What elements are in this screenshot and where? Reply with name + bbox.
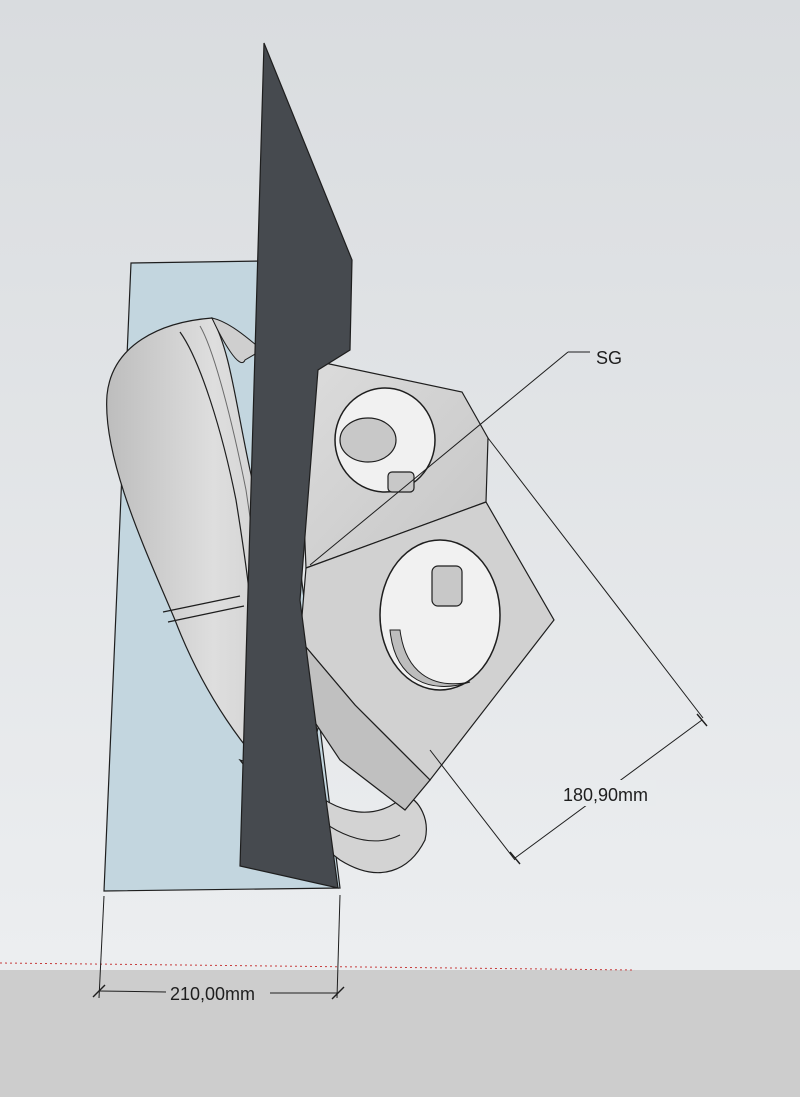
dim-diagonal-tick-b: [509, 851, 521, 865]
upper-bore-inner: [339, 417, 397, 463]
dark-plate[interactable]: [239, 42, 353, 889]
dim-diagonal-label[interactable]: 180,90mm: [563, 785, 648, 805]
dim-diagonal-tick-a: [696, 713, 708, 727]
upper-bore-pin: [387, 471, 415, 493]
sg-leader-line: [309, 351, 569, 566]
dim-diagonal-ext-bottom: [429, 749, 516, 861]
horizon-axis-line: [0, 962, 636, 971]
dim-width-label[interactable]: 210,00mm: [170, 984, 255, 1004]
sg-label[interactable]: SG: [596, 348, 622, 368]
dim-diagonal-label-bg: [560, 780, 656, 806]
dim-width-line-left: [98, 990, 167, 993]
dim-width-tick-right: [331, 986, 345, 1000]
lower-bore[interactable]: [379, 539, 501, 691]
ground-plane: [0, 970, 800, 1097]
dim-width-ext-left: [98, 895, 105, 999]
curved-ring-inner-face: [211, 317, 263, 363]
dim-width-tick-left: [92, 984, 106, 998]
lower-bore-rim: [389, 629, 471, 687]
ring-groove: [179, 331, 251, 601]
dim-width-ext-right: [336, 894, 341, 999]
lower-bore-pin: [431, 565, 463, 607]
dim-diagonal-ext-top: [487, 437, 704, 719]
ring-seam: [162, 595, 245, 623]
